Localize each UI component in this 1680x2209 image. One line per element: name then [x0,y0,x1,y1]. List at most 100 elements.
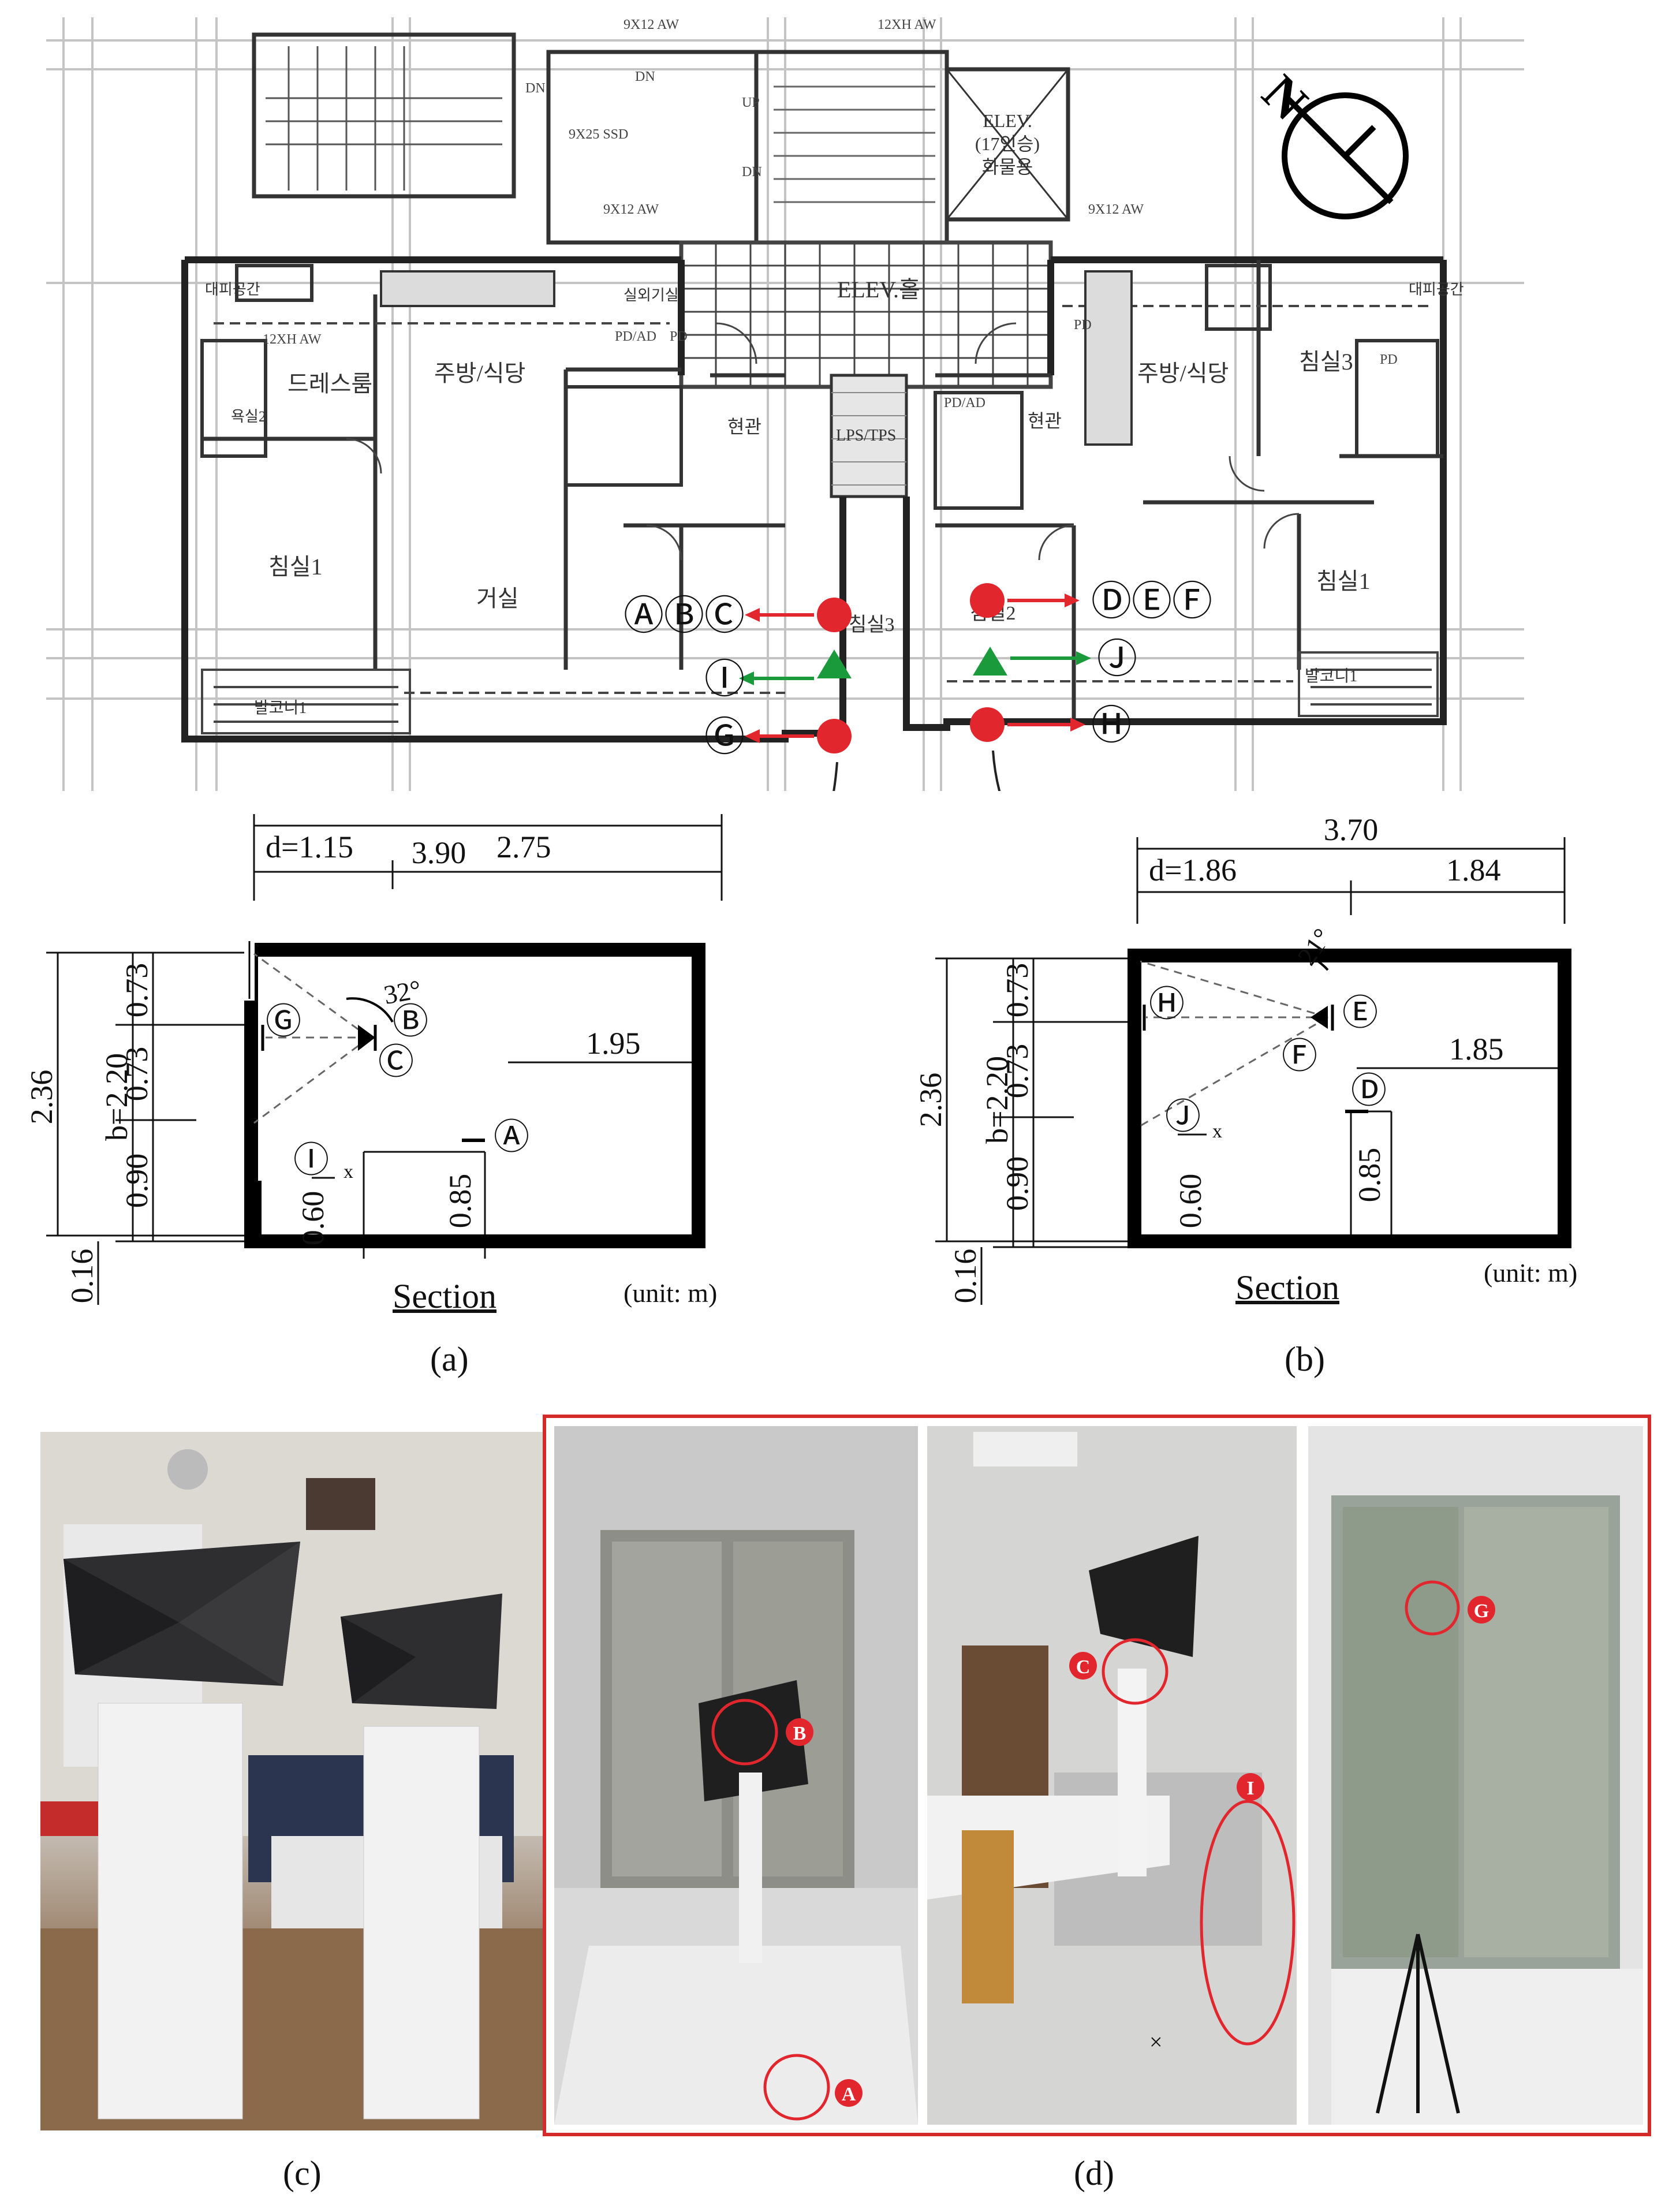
ceiling-light [973,1432,1077,1467]
svg-text:I: I [1246,1778,1254,1799]
room-label: 침실1 [1316,568,1371,594]
svg-text:2.36: 2.36 [913,1073,948,1128]
svg-text:1.95: 1.95 [586,1026,641,1061]
room-label: 실외기실 [624,287,679,304]
svg-text:PD: PD [1380,352,1398,367]
misc-labels: DN UP DN DN 9X25 SSD 9X12 AW 9X12 AW 9X1… [263,17,1398,411]
svg-text:1.85: 1.85 [1449,1032,1504,1066]
marker-label-i: Ⓘ [704,658,745,702]
stand [739,1773,762,1963]
room-label: ELEV.홀 [837,277,920,303]
speaker [699,1680,808,1801]
svg-text:b=2.20: b=2.20 [99,1053,134,1141]
floor [1331,1969,1643,2125]
svg-text:x: x [1212,1121,1222,1142]
core-stair [252,32,1070,245]
room-labels: 드레스룸 주방/식당 침실1 거실 침실3 침실2 주방/식당 침실3 침실1 … [205,277,1464,717]
svg-text:Ⓖ: Ⓖ [266,1002,301,1042]
svg-text:0.73: 0.73 [120,963,154,1018]
svg-text:PD: PD [1074,318,1092,333]
section-a-diagram: 3.90 d=1.15 2.75 32° 1.95 (unit: m) Sect… [23,797,785,1328]
svg-text:C: C [1076,1656,1091,1678]
svg-text:Ⓕ: Ⓕ [1282,1037,1317,1076]
balconies [201,305,1439,734]
caption-b: (b) [1285,1340,1325,1378]
svg-text:0.73: 0.73 [1000,963,1035,1018]
svg-text:9X25 SSD: 9X25 SSD [569,127,628,142]
source-dot [970,583,1005,618]
marker-label-h: Ⓗ [1091,704,1132,748]
svg-text:21°: 21° [1291,923,1337,971]
source-dot [817,598,852,632]
svg-text:0.90: 0.90 [120,1154,154,1208]
svg-text:0.60: 0.60 [296,1191,330,1246]
grid-lines [46,17,1524,791]
lps-shaft [830,374,908,498]
room-section [1128,949,1571,1248]
svg-text:0.16: 0.16 [948,1249,983,1304]
svg-text:DN: DN [742,165,762,180]
svg-text:32°: 32° [382,975,423,1010]
svg-text:Ⓙ: Ⓙ [1165,1098,1201,1137]
right-unit-walls [903,256,1447,731]
svg-text:0.85: 0.85 [1352,1148,1387,1203]
svg-text:Ⓔ: Ⓔ [1342,994,1378,1033]
photo-room-speaker-b: B A [554,1426,918,2125]
source-dot [817,719,852,753]
photo-group-d: B A C I × [543,1415,1651,2136]
svg-text:PD/AD: PD/AD [944,395,985,411]
svg-text:Ⓐ: Ⓐ [494,1118,529,1157]
svg-text:0.90: 0.90 [1000,1156,1035,1211]
photo-speakers-on-stands [40,1432,554,2130]
beam-lines [1140,960,1328,1127]
svg-text:UP: UP [742,95,760,110]
table [554,1946,918,2125]
room-label: 욕실2 [231,408,266,425]
svg-text:B: B [793,1723,807,1744]
svg-text:9X12 AW: 9X12 AW [603,202,659,217]
mic-circle-c [1102,1638,1168,1705]
svg-text:Section: Section [1235,1268,1339,1307]
floor-plan: N 드레스룸 주방/식당 침실1 거실 침실3 침실2 주방/식당 침실3 침실… [46,17,1524,925]
marker-label-g: Ⓖ [704,715,745,760]
mic-circle-i [1200,1800,1296,2046]
receiver-triangle [973,647,1007,676]
room-label: LPS/TPS [836,427,896,445]
svg-text:3.70: 3.70 [1324,812,1379,847]
room-section [244,943,705,1248]
room-label: 침실3 [849,614,895,636]
svg-text:Ⓓ: Ⓓ [1351,1072,1387,1111]
room-label: 발코니1 [254,699,307,717]
photo-room-speaker-c: C I × [927,1426,1297,2125]
source-markers [817,583,1007,753]
room-label: 드레스룸 [288,371,372,397]
svg-text:×: × [1149,2029,1163,2055]
svg-text:화물용: 화물용 [982,156,1033,177]
svg-text:Ⓘ: Ⓘ [293,1141,329,1180]
wall-box [306,1478,375,1530]
caption-d: (d) [1074,2154,1114,2192]
svg-text:DN: DN [635,69,655,84]
svg-text:(17인승): (17인승) [975,133,1040,154]
elevator-label: ELEV. (17인승) 화물용 [975,110,1040,177]
room-label: 주방/식당 [434,360,525,386]
receiver-triangle [817,650,852,678]
svg-text:0.73: 0.73 [120,1047,154,1102]
svg-text:2.75: 2.75 [496,830,551,864]
svg-text:b=2.20: b=2.20 [980,1056,1014,1144]
speaker-icon [1311,1006,1328,1029]
mic-circle-b [711,1699,778,1766]
marker-label-j: Ⓙ [1097,637,1137,682]
room-label: 발코니1 [1305,667,1357,685]
elevator-hall [679,240,1053,389]
photo-window-mic-g: G [1308,1426,1643,2125]
svg-text:Section: Section [393,1277,496,1315]
svg-text:DN: DN [525,81,546,96]
svg-text:PD/AD: PD/AD [615,329,656,344]
room-label: 침실1 [268,554,323,580]
caption-a: (a) [430,1340,469,1378]
kitchen-counters [380,270,1133,446]
svg-text:PD: PD [670,329,688,344]
svg-text:d=1.86: d=1.86 [1149,853,1237,887]
dimension-lines [46,814,723,1305]
